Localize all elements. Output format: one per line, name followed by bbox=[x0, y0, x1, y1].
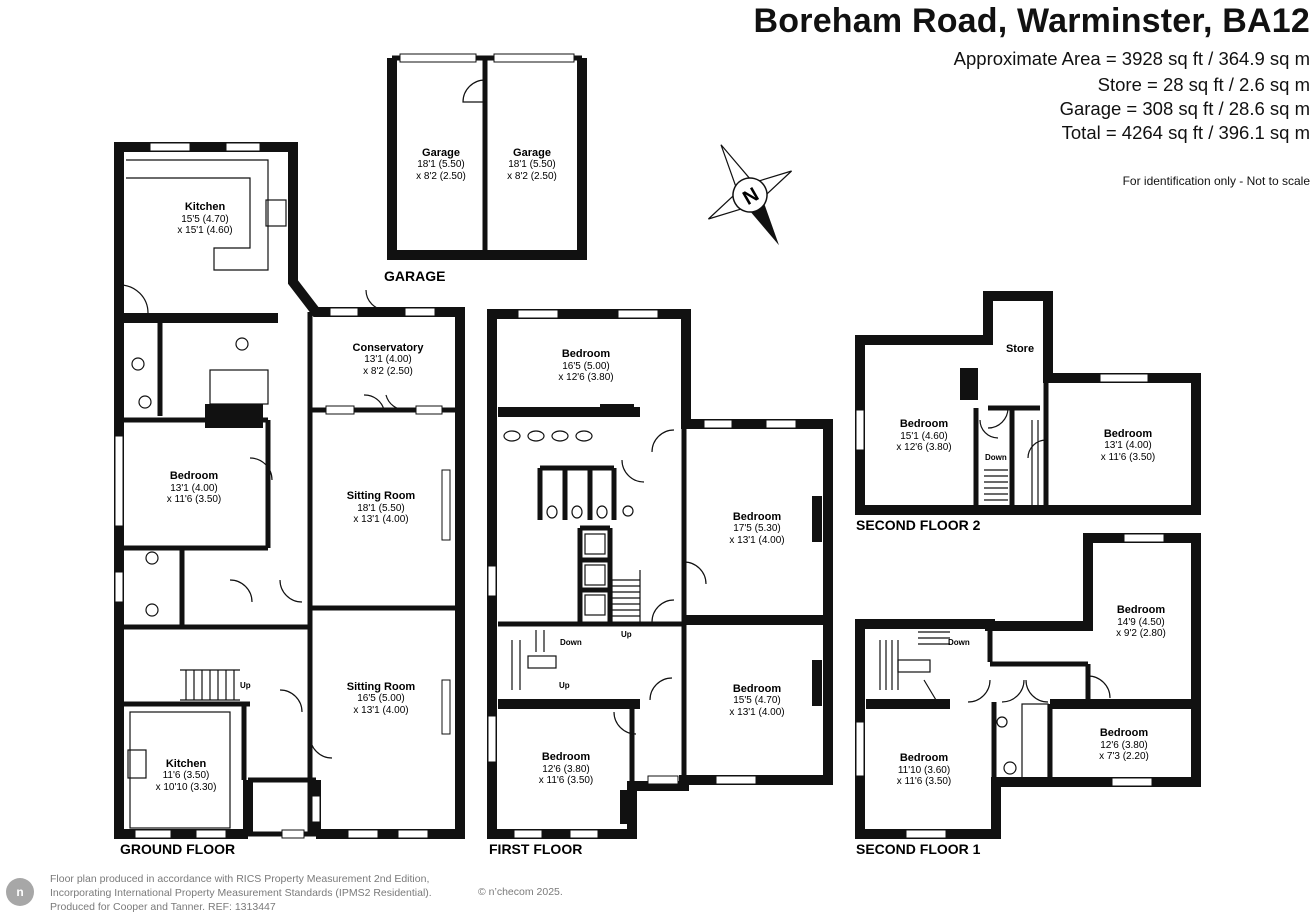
svg-text:x 8'2 (2.50): x 8'2 (2.50) bbox=[507, 171, 557, 182]
room-label-first-bedroom-right: Bedroom 17'5 (5.30) x 13'1 (4.00) bbox=[729, 511, 784, 546]
svg-text:x 13'1 (4.00): x 13'1 (4.00) bbox=[353, 705, 408, 716]
room-label-conservatory: Conservatory 13'1 (4.00) x 8'2 (2.50) bbox=[353, 342, 425, 377]
footer-line-2: Incorporating International Property Mea… bbox=[50, 887, 432, 899]
footer-line-3: Produced for Cooper and Tanner. REF: 131… bbox=[50, 901, 276, 913]
room-label-kitchen-main: Kitchen 15'5 (4.70) x 15'1 (4.60) bbox=[177, 201, 232, 236]
svg-text:17'5 (5.30): 17'5 (5.30) bbox=[733, 523, 781, 534]
svg-text:x 7'3 (2.20): x 7'3 (2.20) bbox=[1099, 751, 1149, 762]
floor-label-second-2: SECOND FLOOR 2 bbox=[856, 517, 981, 533]
svg-text:13'1 (4.00): 13'1 (4.00) bbox=[170, 483, 218, 494]
stairs-up-first: Up bbox=[621, 630, 632, 639]
room-label-second2-bedroom-left: Bedroom 15'1 (4.60) x 12'6 (3.80) bbox=[896, 418, 951, 453]
svg-text:x 11'6 (3.50): x 11'6 (3.50) bbox=[539, 775, 594, 786]
second-floor-1-plan bbox=[855, 533, 1201, 839]
svg-text:Sitting Room: Sitting Room bbox=[347, 490, 416, 502]
room-label-store: Store bbox=[1006, 343, 1034, 355]
svg-text:Bedroom: Bedroom bbox=[900, 418, 949, 430]
total-area: Total = 4264 sq ft / 396.1 sq m bbox=[1061, 122, 1310, 143]
floor-label-garage: GARAGE bbox=[384, 268, 445, 284]
svg-text:16'5 (5.00): 16'5 (5.00) bbox=[357, 693, 405, 704]
svg-text:Bedroom: Bedroom bbox=[170, 470, 219, 482]
svg-text:Conservatory: Conservatory bbox=[353, 342, 425, 354]
room-label-second1-bedroom-mid-right: Bedroom 12'6 (3.80) x 7'3 (2.20) bbox=[1099, 727, 1149, 762]
svg-text:x 10'10 (3.30): x 10'10 (3.30) bbox=[156, 782, 217, 793]
svg-text:11'6 (3.50): 11'6 (3.50) bbox=[163, 770, 210, 781]
svg-text:x 12'6 (3.80): x 12'6 (3.80) bbox=[896, 442, 951, 453]
svg-text:x 9'2 (2.80): x 9'2 (2.80) bbox=[1116, 628, 1166, 639]
copyright: © n’checom 2025. bbox=[478, 886, 563, 898]
compass-icon bbox=[708, 144, 792, 246]
svg-text:x 8'2 (2.50): x 8'2 (2.50) bbox=[363, 366, 413, 377]
svg-text:x 13'1 (4.00): x 13'1 (4.00) bbox=[729, 535, 784, 546]
room-label-bedroom-ground: Bedroom 13'1 (4.00) x 11'6 (3.50) bbox=[167, 470, 222, 505]
svg-text:Bedroom: Bedroom bbox=[733, 683, 782, 695]
svg-text:13'1 (4.00): 13'1 (4.00) bbox=[364, 354, 412, 365]
svg-text:15'5 (4.70): 15'5 (4.70) bbox=[733, 695, 781, 706]
svg-text:18'1 (5.50): 18'1 (5.50) bbox=[508, 159, 556, 170]
page-title: Boreham Road, Warminster, BA12 bbox=[753, 2, 1310, 40]
room-label-sitting-room-1: Sitting Room 18'1 (5.50) x 13'1 (4.00) bbox=[347, 490, 416, 525]
svg-text:x 11'6 (3.50): x 11'6 (3.50) bbox=[1101, 452, 1156, 463]
ground-floor-plan bbox=[114, 142, 465, 839]
garage-plan bbox=[387, 53, 587, 260]
disclaimer-note: For identification only - Not to scale bbox=[1122, 174, 1310, 188]
room-label-second1-bedroom-top-right: Bedroom 14'9 (4.50) x 9'2 (2.80) bbox=[1116, 604, 1166, 639]
floor-label-first: FIRST FLOOR bbox=[489, 841, 582, 857]
svg-text:x 15'1 (4.60): x 15'1 (4.60) bbox=[177, 225, 232, 236]
svg-text:12'6 (3.80): 12'6 (3.80) bbox=[1100, 740, 1148, 751]
room-label-garage-2: Garage 18'1 (5.50) x 8'2 (2.50) bbox=[507, 147, 557, 182]
footer-text: Floor plan produced in accordance with R… bbox=[50, 872, 432, 914]
store-area: Store = 28 sq ft / 2.6 sq m bbox=[1097, 74, 1310, 95]
svg-text:Bedroom: Bedroom bbox=[900, 752, 949, 764]
svg-text:x 13'1 (4.00): x 13'1 (4.00) bbox=[729, 707, 784, 718]
room-label-first-bedroom-top: Bedroom 16'5 (5.00) x 12'6 (3.80) bbox=[558, 348, 613, 383]
stairs-down-second1: Down bbox=[948, 638, 970, 647]
svg-text:Bedroom: Bedroom bbox=[562, 348, 611, 360]
second-floor-2-plan bbox=[855, 291, 1201, 515]
svg-text:x 13'1 (4.00): x 13'1 (4.00) bbox=[353, 514, 408, 525]
room-label-garage-1: Garage 18'1 (5.50) x 8'2 (2.50) bbox=[416, 147, 466, 182]
stairs-up-ground: Up bbox=[240, 681, 251, 690]
stairs-down-second2: Down bbox=[985, 453, 1007, 462]
svg-text:Bedroom: Bedroom bbox=[1117, 604, 1166, 616]
first-floor-plan bbox=[487, 309, 833, 839]
garage-area: Garage = 308 sq ft / 28.6 sq m bbox=[1059, 98, 1310, 119]
svg-text:x 11'6 (3.50): x 11'6 (3.50) bbox=[897, 776, 952, 787]
stairs-down-first: Down bbox=[560, 638, 582, 647]
svg-text:x 8'2 (2.50): x 8'2 (2.50) bbox=[416, 171, 466, 182]
footer-line-1: Floor plan produced in accordance with R… bbox=[50, 873, 430, 885]
svg-text:Bedroom: Bedroom bbox=[542, 751, 591, 763]
room-label-second1-bedroom-left: Bedroom 11'10 (3.60) x 11'6 (3.50) bbox=[897, 752, 952, 787]
svg-text:13'1 (4.00): 13'1 (4.00) bbox=[1104, 440, 1152, 451]
svg-text:x 11'6 (3.50): x 11'6 (3.50) bbox=[167, 494, 222, 505]
room-label-first-bedroom-bottom-left: Bedroom 12'6 (3.80) x 11'6 (3.50) bbox=[539, 751, 594, 786]
room-label-kitchen-small: Kitchen 11'6 (3.50) x 10'10 (3.30) bbox=[156, 758, 217, 793]
svg-text:15'1 (4.60): 15'1 (4.60) bbox=[900, 431, 948, 442]
svg-text:Bedroom: Bedroom bbox=[733, 511, 782, 523]
nichecom-logo-icon: n bbox=[6, 878, 34, 906]
room-label-sitting-room-2: Sitting Room 16'5 (5.00) x 13'1 (4.00) bbox=[347, 681, 416, 716]
svg-text:18'1 (5.50): 18'1 (5.50) bbox=[417, 159, 465, 170]
floor-label-second-1: SECOND FLOOR 1 bbox=[856, 841, 981, 857]
svg-text:x 12'6 (3.80): x 12'6 (3.80) bbox=[558, 372, 613, 383]
room-label-first-bedroom-bottom-right: Bedroom 15'5 (4.70) x 13'1 (4.00) bbox=[729, 683, 784, 718]
svg-text:14'9 (4.50): 14'9 (4.50) bbox=[1117, 617, 1165, 628]
svg-text:Sitting Room: Sitting Room bbox=[347, 681, 416, 693]
stairs-up-first-landing: Up bbox=[559, 681, 570, 690]
svg-text:Bedroom: Bedroom bbox=[1104, 428, 1153, 440]
svg-text:Bedroom: Bedroom bbox=[1100, 727, 1149, 739]
svg-text:18'1 (5.50): 18'1 (5.50) bbox=[357, 503, 405, 514]
floor-label-ground: GROUND FLOOR bbox=[120, 841, 235, 857]
svg-text:12'6 (3.80): 12'6 (3.80) bbox=[542, 764, 590, 775]
svg-text:16'5 (5.00): 16'5 (5.00) bbox=[562, 361, 610, 372]
svg-text:Garage: Garage bbox=[513, 147, 551, 159]
approximate-area: Approximate Area = 3928 sq ft / 364.9 sq… bbox=[953, 48, 1310, 69]
svg-text:Kitchen: Kitchen bbox=[166, 758, 207, 770]
room-label-second2-bedroom-right: Bedroom 13'1 (4.00) x 11'6 (3.50) bbox=[1101, 428, 1156, 463]
svg-text:Garage: Garage bbox=[422, 147, 460, 159]
svg-text:Kitchen: Kitchen bbox=[185, 201, 226, 213]
svg-text:15'5 (4.70): 15'5 (4.70) bbox=[181, 214, 229, 225]
svg-text:11'10 (3.60): 11'10 (3.60) bbox=[898, 765, 950, 776]
